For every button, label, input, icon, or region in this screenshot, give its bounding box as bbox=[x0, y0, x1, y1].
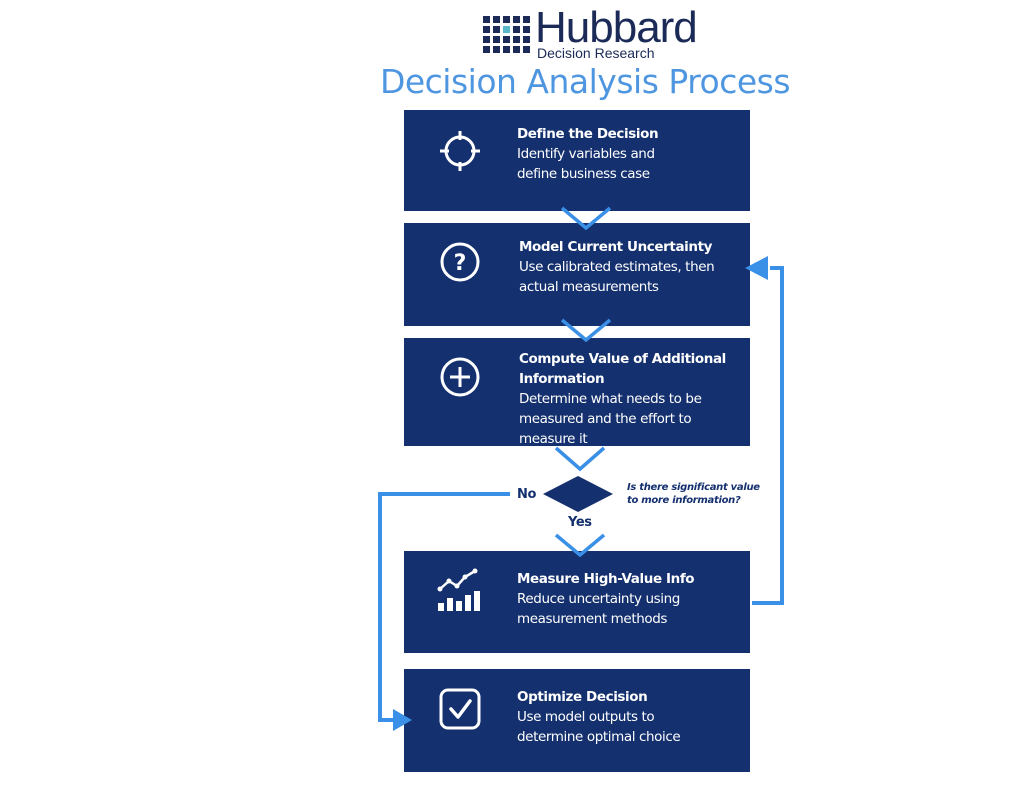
chart-icon bbox=[437, 568, 480, 611]
step-optimize-decision: Optimize Decision Use model outputs to d… bbox=[404, 669, 750, 772]
svg-text:?: ? bbox=[454, 251, 467, 276]
step-title: Measure High-Value Info bbox=[517, 571, 695, 587]
checkbox-icon bbox=[439, 688, 481, 730]
step-description: Reduce uncertainty using measurement met… bbox=[517, 591, 680, 627]
step-title: Compute Value of Additional Information bbox=[519, 351, 726, 387]
crosshair-icon bbox=[440, 131, 480, 171]
step-define-decision: Define the Decision Identify variables a… bbox=[404, 110, 750, 211]
logo-grid-icon bbox=[483, 16, 530, 53]
logo-wordmark: Hubbard bbox=[535, 3, 698, 52]
plus-circle-icon bbox=[440, 357, 480, 397]
logo-subtitle: Decision Research bbox=[537, 45, 655, 61]
decision-question: Is there significant value to more infor… bbox=[627, 482, 760, 506]
step-title: Model Current Uncertainty bbox=[519, 239, 713, 255]
no-label: No bbox=[517, 487, 537, 502]
step-measure-info: Measure High-Value Info Reduce uncertain… bbox=[404, 551, 750, 653]
step-model-uncertainty: ? Model Current Uncertainty Use calibrat… bbox=[404, 223, 750, 326]
page-title: Decision Analysis Process bbox=[379, 62, 791, 101]
step-compute-value: Compute Value of Additional Information … bbox=[404, 338, 750, 447]
question-circle-icon: ? bbox=[440, 242, 480, 282]
loop-back-line bbox=[752, 266, 784, 605]
step-description: Use model outputs to determine optimal c… bbox=[517, 709, 681, 745]
step-description: Use calibrated estimates, then actual me… bbox=[519, 259, 715, 295]
yes-label: Yes bbox=[568, 515, 592, 530]
step-title: Define the Decision bbox=[517, 126, 659, 142]
chevron-connector bbox=[554, 446, 606, 472]
hubbard-logo: Hubbard Decision Research bbox=[483, 6, 698, 62]
step-description: Determine what needs to be measured and … bbox=[519, 391, 702, 447]
step-title: Optimize Decision bbox=[517, 689, 648, 705]
decision-diamond bbox=[543, 476, 613, 512]
step-description: Identify variables and define business c… bbox=[517, 146, 655, 182]
